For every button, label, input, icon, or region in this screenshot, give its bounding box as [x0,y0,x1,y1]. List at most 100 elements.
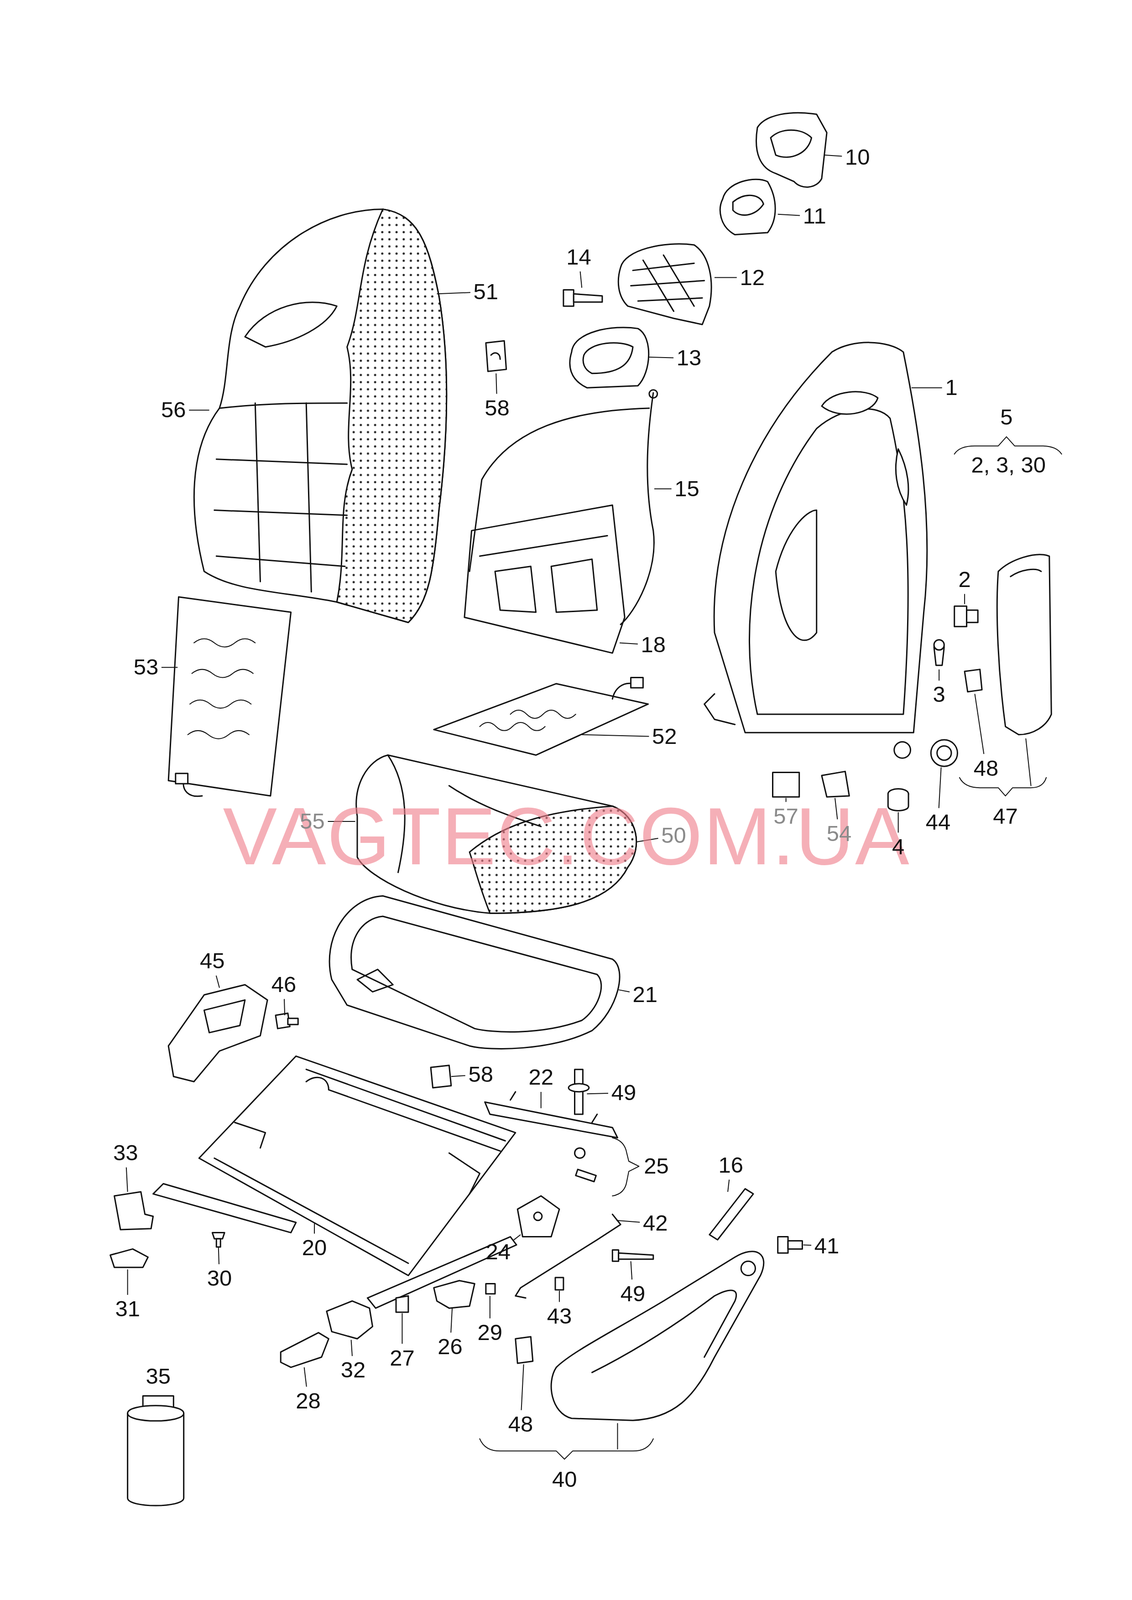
clip-part [430,1065,452,1089]
heater-pad [612,683,633,700]
leader-line [649,357,674,358]
rivet-part [933,640,945,651]
rivet-part [933,640,945,666]
leader-line [911,387,943,389]
screw-part [966,610,979,623]
callout-number: 30 [207,1266,233,1292]
callout-number: 52 [652,724,678,750]
trim-panel [996,554,1052,736]
cover-part [517,1196,560,1237]
handle-part [326,1301,373,1340]
callout-number: 24 [485,1240,511,1265]
clip-part [964,669,982,693]
side-bracket [168,985,268,1083]
leader-line [938,767,942,809]
seat-shell [714,342,928,733]
heater-pad [631,678,644,689]
leader-line [824,155,843,157]
leader-line [777,214,800,216]
trim-panel [592,1290,737,1373]
callout-number: 20 [302,1236,328,1261]
nut-part [575,1169,597,1183]
cable-part [620,392,654,625]
bracket-part [485,1102,618,1138]
screw-part [612,1250,619,1263]
seat-frame [214,1069,506,1264]
backrest-cushion [336,209,447,623]
frame-ring [569,327,649,388]
seat-pan [357,969,393,992]
leader-line [313,1223,315,1234]
headrest-part [756,112,827,188]
leader-line [714,277,737,279]
screw-part [216,1239,221,1248]
can-part [127,1396,184,1507]
callout-number: 5 [1000,405,1013,430]
leader-line [216,975,220,989]
seat-frame [153,1184,297,1233]
handle-part [280,1333,329,1368]
trim-panel [996,554,1052,736]
bracket-line [954,437,1062,455]
callout-number: 2, 3, 30 [971,453,1046,478]
callout-number: 43 [547,1304,573,1330]
strip-part [709,1189,754,1241]
handle-part [280,1301,373,1368]
screw-part [275,1013,298,1030]
backrest-frame [464,505,625,653]
bracket-part [485,1092,618,1139]
heater-pad [168,597,291,797]
bracket-line [616,1424,618,1450]
leader-line [127,1269,129,1296]
lever-part [114,1192,154,1231]
seat-pan [329,896,620,1049]
trim-panel [740,1261,756,1276]
nut-part [574,1148,597,1183]
cover-part [517,1196,560,1237]
bracket-part [510,1092,598,1123]
heater-pad [433,678,649,756]
heater-pad [479,710,576,731]
clip-part [490,353,501,360]
trim-panel [551,1251,764,1421]
leader-line [451,1075,466,1077]
bracket-part [433,1281,475,1309]
leader-line [126,1167,128,1193]
callout-number: 48 [973,756,999,782]
leader-line [581,735,649,737]
callout-number: 56 [161,397,187,423]
callout-number: 11 [803,203,827,229]
clip-part [485,340,507,372]
leader-line [803,1244,812,1247]
callout-number: 25 [643,1154,669,1179]
clip-part [964,669,982,693]
callout-number: 55 [299,809,325,835]
cable-part [469,408,650,572]
callout-number: 42 [642,1211,668,1237]
backrest-cushion [193,209,447,623]
callout-number: 15 [674,476,700,502]
seat-shell [749,408,908,715]
gear-part [930,740,958,767]
backrest-cushion [245,302,337,348]
leader-line [401,1313,403,1345]
leader-line [489,1296,491,1319]
leader-line [495,373,497,395]
screw-part [212,1233,225,1248]
screw-part [485,1283,496,1294]
trim-panel [1010,569,1042,577]
leader-line [619,642,638,644]
leader-line [351,1340,353,1357]
callout-number: 53 [133,655,159,680]
seat-pan [351,916,602,1033]
leader-line [964,594,966,605]
callout-number: 27 [389,1346,415,1372]
callout-number: 3 [933,683,946,708]
leader-line [284,999,285,1016]
screw-part [555,1278,564,1291]
bracket-line [479,1439,653,1461]
leader-line [631,1261,633,1280]
lever-part [110,1249,149,1268]
